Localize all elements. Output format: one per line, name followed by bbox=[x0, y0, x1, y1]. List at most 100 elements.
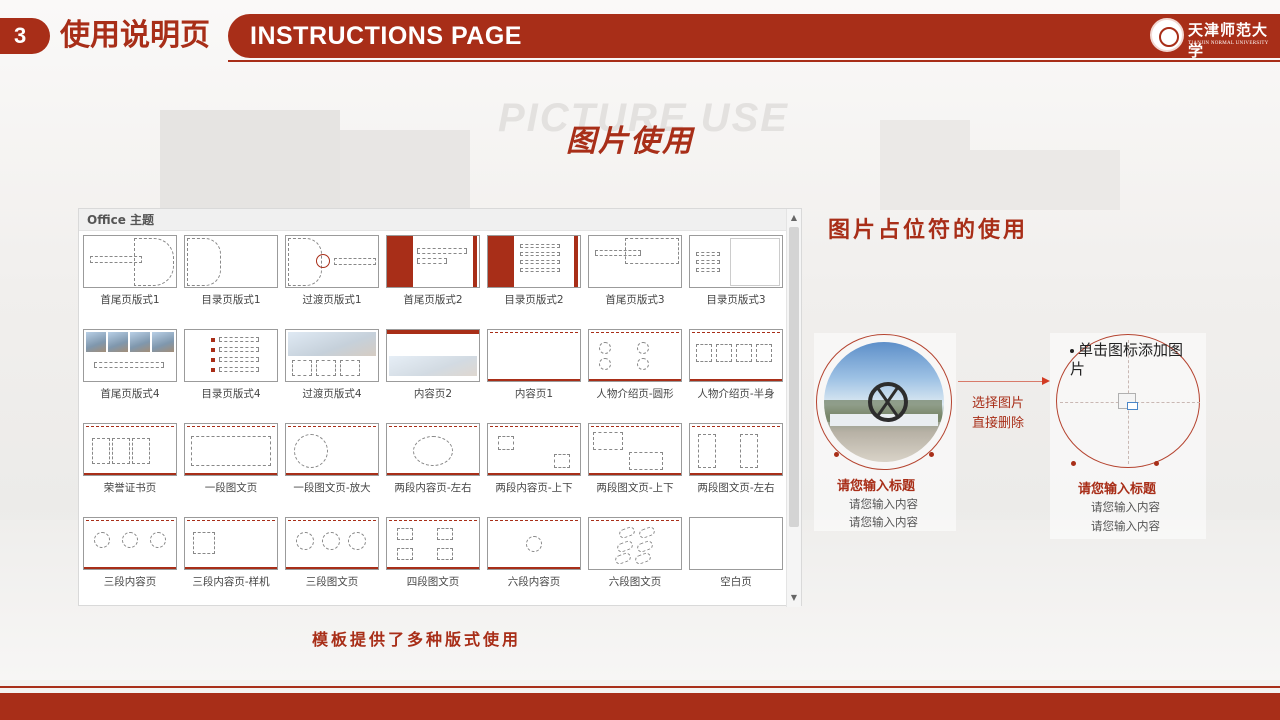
page-header: 3 使用说明页 INSTRUCTIONS PAGE 天津师范大学 TIANJIN… bbox=[0, 14, 1280, 62]
section-title: 图片使用 bbox=[566, 124, 694, 159]
layout-preview bbox=[386, 423, 480, 476]
layout-label: 六段图文页 bbox=[608, 576, 662, 588]
layout-label: 过渡页版式4 bbox=[302, 388, 362, 400]
layout-preview bbox=[83, 517, 177, 570]
layout-thumbnail[interactable]: 目录页版式2 bbox=[487, 235, 583, 307]
layout-label: 空白页 bbox=[720, 576, 752, 588]
layout-preview bbox=[386, 235, 480, 288]
scrollbar-thumb[interactable] bbox=[789, 227, 799, 527]
layout-preview bbox=[689, 235, 783, 288]
layout-preview bbox=[689, 423, 783, 476]
card-text: 请您输入内容 bbox=[1091, 519, 1160, 533]
layout-label: 首尾页版式2 bbox=[403, 294, 463, 306]
section-number: 3 bbox=[0, 18, 50, 54]
layout-thumbnail[interactable]: 过渡页版式1 bbox=[285, 235, 381, 307]
logo-name-cn: 天津师范大学 bbox=[1188, 21, 1269, 60]
layout-thumbnail[interactable]: 六段内容页 bbox=[487, 517, 583, 589]
layout-thumbnail[interactable]: 目录页版式3 bbox=[689, 235, 785, 307]
placeholder-instruction[interactable]: 单击图标添加图片 bbox=[1070, 341, 1190, 379]
layout-label: 目录页版式2 bbox=[504, 294, 564, 306]
layout-label: 人物介绍页-半身 bbox=[697, 388, 775, 400]
layout-preview bbox=[386, 517, 480, 570]
layout-label: 六段内容页 bbox=[507, 576, 561, 588]
layout-thumbnail[interactable]: 人物介绍页-圆形 bbox=[588, 329, 684, 401]
layout-thumbnail[interactable]: 首尾页版式3 bbox=[588, 235, 684, 307]
layout-label: 两段内容页-上下 bbox=[495, 482, 573, 494]
layout-thumbnail[interactable]: 首尾页版式1 bbox=[83, 235, 179, 307]
scroll-up-icon[interactable]: ▲ bbox=[790, 213, 798, 222]
layout-label: 四段图文页 bbox=[406, 576, 460, 588]
layout-thumbnail[interactable]: 六段图文页 bbox=[588, 517, 684, 589]
card-title: 请您输入标题 bbox=[837, 479, 916, 494]
layout-gallery-scrollbar[interactable]: ▲ ▼ bbox=[786, 209, 801, 607]
layout-grid: 首尾页版式1 目录页版式1 过渡页版式1 首尾页版式2 bbox=[83, 235, 787, 605]
layout-thumbnail[interactable]: 四段图文页 bbox=[386, 517, 482, 589]
insert-picture-icon[interactable] bbox=[1118, 393, 1138, 410]
card-text: 请您输入内容 bbox=[1091, 500, 1160, 514]
layout-preview bbox=[588, 329, 682, 382]
layout-thumbnail[interactable]: 两段图文页-上下 bbox=[588, 423, 684, 495]
layout-thumbnail[interactable]: 目录页版式1 bbox=[184, 235, 280, 307]
layout-thumbnail[interactable]: 一段图文页 bbox=[184, 423, 280, 495]
page-title-en: INSTRUCTIONS PAGE bbox=[250, 22, 522, 50]
layout-thumbnail[interactable]: 一段图文页-放大 bbox=[285, 423, 381, 495]
layout-preview bbox=[184, 329, 278, 382]
layout-thumbnail[interactable]: 两段内容页-左右 bbox=[386, 423, 482, 495]
layout-thumbnail[interactable]: 首尾页版式4 bbox=[83, 329, 179, 401]
layout-label: 首尾页版式3 bbox=[605, 294, 665, 306]
layout-label: 两段内容页-左右 bbox=[394, 482, 472, 494]
layout-label: 一段图文页-放大 bbox=[293, 482, 371, 494]
layout-preview bbox=[689, 329, 783, 382]
sculpture-wheel bbox=[868, 382, 908, 422]
layout-thumbnail[interactable]: 三段图文页 bbox=[285, 517, 381, 589]
layout-thumbnail[interactable]: 内容页1 bbox=[487, 329, 583, 401]
layout-thumbnail[interactable]: 两段内容页-上下 bbox=[487, 423, 583, 495]
campus-photo[interactable] bbox=[824, 342, 944, 462]
layout-label: 两段图文页-上下 bbox=[596, 482, 674, 494]
arrow-text-line: 直接删除 bbox=[972, 416, 1025, 431]
layout-thumbnail[interactable]: 三段内容页 bbox=[83, 517, 179, 589]
layout-preview bbox=[285, 423, 379, 476]
university-seal-icon bbox=[1150, 18, 1184, 52]
layout-label: 荣誉证书页 bbox=[103, 482, 157, 494]
arrow-right-icon bbox=[1042, 377, 1050, 385]
layout-thumbnail[interactable]: 两段图文页-左右 bbox=[689, 423, 785, 495]
ring-dot bbox=[1071, 461, 1076, 466]
footer-bar bbox=[0, 693, 1280, 720]
layout-label: 内容页1 bbox=[514, 388, 554, 400]
layout-gallery-panel: Office 主题 ▲ ▼ 首尾页版式1 目录页版式1 过渡页版式 bbox=[78, 208, 802, 607]
layout-label: 目录页版式4 bbox=[201, 388, 261, 400]
arrow-text-line: 选择图片 bbox=[972, 396, 1025, 411]
photo-ring bbox=[816, 334, 952, 470]
scroll-down-icon[interactable]: ▼ bbox=[790, 593, 798, 602]
layout-label: 首尾页版式1 bbox=[100, 294, 160, 306]
layout-preview bbox=[487, 329, 581, 382]
arrow-line bbox=[958, 381, 1046, 382]
layout-preview bbox=[487, 423, 581, 476]
layout-thumbnail[interactable]: 目录页版式4 bbox=[184, 329, 280, 401]
layout-thumbnail[interactable]: 内容页2 bbox=[386, 329, 482, 401]
page-title-cn: 使用说明页 bbox=[60, 18, 210, 53]
layout-thumbnail[interactable]: 首尾页版式2 bbox=[386, 235, 482, 307]
placeholder-ring bbox=[1056, 334, 1200, 468]
layout-preview bbox=[184, 423, 278, 476]
layout-preview bbox=[386, 329, 480, 382]
layout-thumbnail[interactable]: 三段内容页-样机 bbox=[184, 517, 280, 589]
layout-label: 目录页版式3 bbox=[706, 294, 766, 306]
layout-preview bbox=[588, 235, 682, 288]
layout-preview bbox=[83, 235, 177, 288]
layout-label: 过渡页版式1 bbox=[302, 294, 362, 306]
ring-dot bbox=[834, 452, 839, 457]
title-bar bbox=[228, 14, 1280, 58]
layout-gallery-header: Office 主题 bbox=[79, 209, 787, 231]
layout-caption: 模板提供了多种版式使用 bbox=[312, 630, 522, 649]
placeholder-instruction-text: 单击图标添加图片 bbox=[1070, 341, 1184, 378]
layout-thumbnail[interactable]: 过渡页版式4 bbox=[285, 329, 381, 401]
layout-thumbnail[interactable]: 人物介绍页-半身 bbox=[689, 329, 785, 401]
layout-thumbnail[interactable]: 荣誉证书页 bbox=[83, 423, 179, 495]
layout-thumbnail[interactable]: 空白页 bbox=[689, 517, 785, 589]
layout-label: 两段图文页-左右 bbox=[697, 482, 775, 494]
layout-preview bbox=[83, 423, 177, 476]
placeholder-title: 图片占位符的使用 bbox=[828, 218, 1029, 243]
arrow-instruction: 选择图片 直接删除 bbox=[972, 394, 1024, 434]
